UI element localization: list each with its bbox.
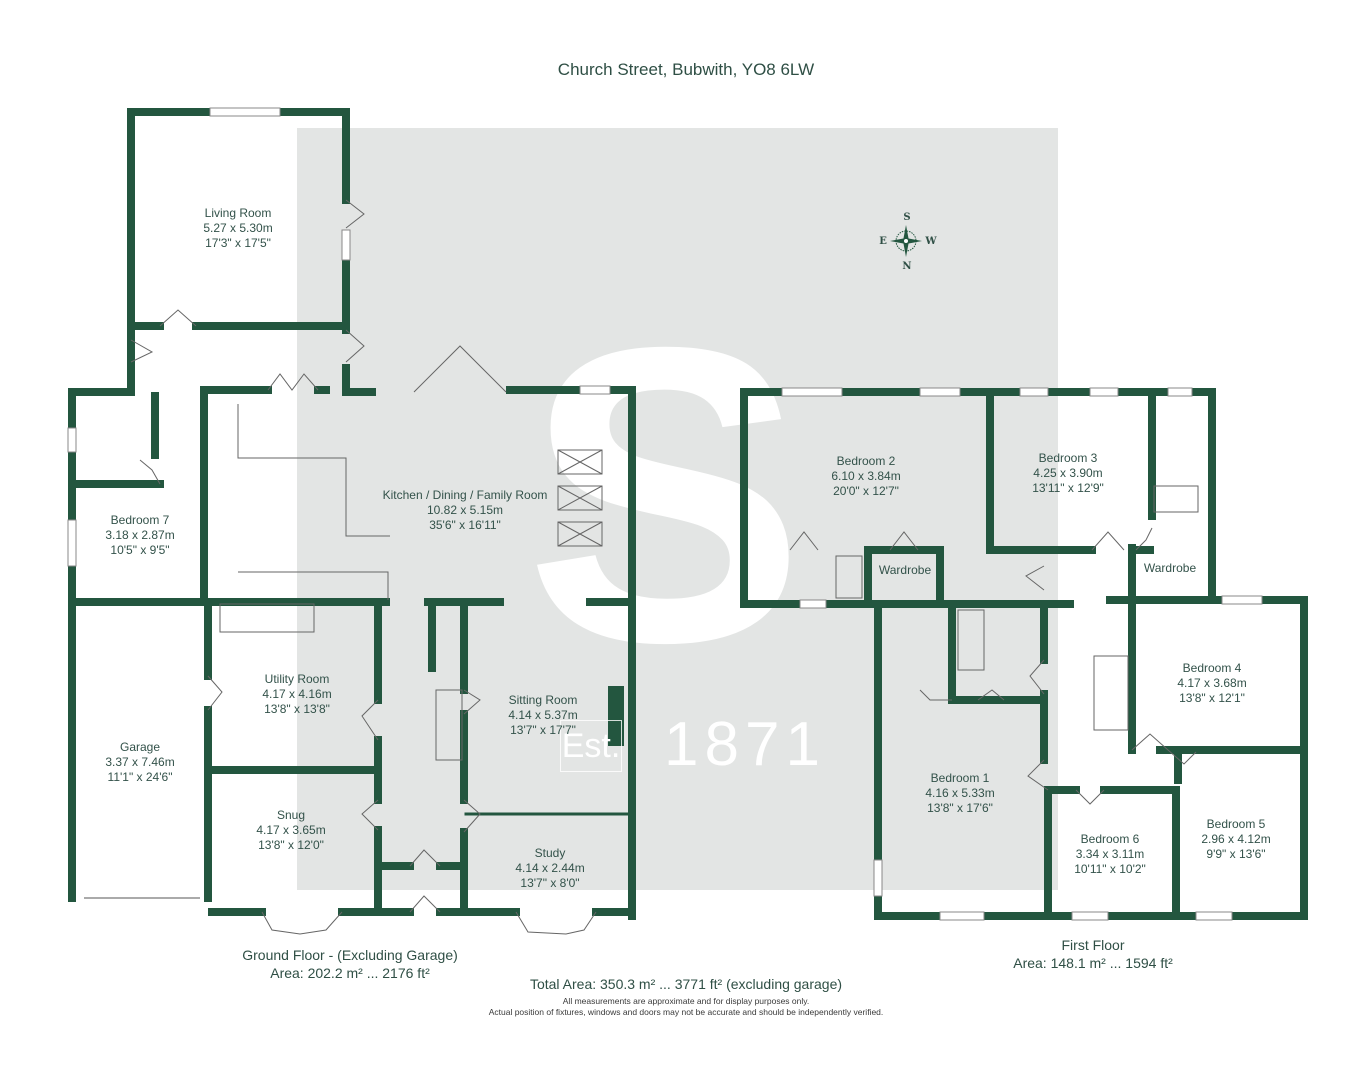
room-metric: 3.37 x 7.46m [105,755,175,769]
room-garage: Garage 3.37 x 7.46m 11'1" x 24'6" [105,740,174,785]
room-imperial: 17'3" x 17'5" [205,236,271,250]
room-imperial: 13'7" x 17'7" [510,723,576,737]
room-imperial: 13'8" x 17'6" [927,801,993,815]
first-floor-caption: First Floor Area: 148.1 m² ... 1594 ft² [1013,936,1173,972]
room-bedroom-6: Bedroom 6 3.34 x 3.11m 10'11" x 10'2" [1074,832,1146,877]
ground-floor-area: Area: 202.2 m² ... 2176 ft² [270,965,430,981]
total-area: Total Area: 350.3 m² ... 3771 ft² (exclu… [529,976,843,992]
room-imperial: 10'5" x 9'5" [110,543,170,557]
property-address: Church Street, Bubwith, YO8 6LW [557,60,815,79]
ground-floor-caption: Ground Floor - (Excluding Garage) Area: … [242,946,458,982]
room-name: Bedroom 5 [1206,817,1266,831]
room-metric: 4.25 x 3.90m [1033,466,1103,480]
compass-north-label: N [902,261,912,272]
room-name: Bedroom 2 [836,454,896,468]
room-imperial: 13'8" x 12'1" [1179,691,1245,705]
room-metric: 4.17 x 3.65m [256,823,326,837]
room-metric: 5.27 x 5.30m [203,221,273,235]
compass-west-label: W [925,236,937,247]
room-name: Garage [119,740,161,754]
room-name: Living Room [204,206,272,220]
room-metric: 4.14 x 5.37m [508,708,578,722]
room-kitchen-dining-family: Kitchen / Dining / Family Room 10.82 x 5… [383,488,548,533]
room-name: Bedroom 4 [1182,661,1242,675]
ground-floor-label: Ground Floor - (Excluding Garage) [242,947,458,963]
wardrobe-label-bedroom-3: Wardrobe [1143,561,1197,575]
room-name: Snug [276,808,306,822]
room-sitting-room: Sitting Room 4.14 x 5.37m 13'7" x 17'7" [508,693,577,738]
est-year: 1871 [664,710,826,779]
compass-east-label: E [879,236,887,247]
room-bedroom-3: Bedroom 3 4.25 x 3.90m 13'11" x 12'9" [1032,451,1104,496]
room-name: Bedroom 3 [1038,451,1098,465]
room-bedroom-4: Bedroom 4 4.17 x 3.68m 13'8" x 12'1" [1177,661,1246,706]
room-imperial: 20'0" x 12'7" [833,484,899,498]
room-name: Kitchen / Dining / Family Room [382,488,548,502]
compass-south-label: S [903,212,911,223]
room-name: Study [534,846,566,860]
compass-rose [890,225,922,257]
room-imperial: 13'8" x 12'0" [258,838,324,852]
room-metric: 3.34 x 3.11m [1075,847,1145,861]
room-name: Bedroom 7 [110,513,170,527]
watermark-background [297,128,1058,890]
room-snug: Snug 4.17 x 3.65m 13'8" x 12'0" [256,808,325,853]
room-name: Sitting Room [508,693,578,707]
room-metric: 4.14 x 2.44m [515,861,585,875]
room-study: Study 4.14 x 2.44m 13'7" x 8'0" [515,846,584,891]
room-imperial: 35'6" x 16'11" [429,518,501,532]
room-bedroom-5: Bedroom 5 2.96 x 4.12m 9'9" x 13'6" [1201,817,1270,862]
room-metric: 3.18 x 2.87m [105,528,175,542]
room-imperial: 10'11" x 10'2" [1074,862,1146,876]
room-name: Utility Room [264,672,330,686]
logo-s-watermark: S [525,261,805,730]
room-metric: 2.96 x 4.12m [1201,832,1271,846]
first-floor-label: First Floor [1061,937,1125,953]
room-living-room: Living Room 5.27 x 5.30m 17'3" x 17'5" [203,206,272,251]
room-imperial: 13'8" x 13'8" [264,702,330,716]
room-metric: 4.17 x 3.68m [1177,676,1247,690]
room-metric: 6.10 x 3.84m [831,469,901,483]
room-imperial: 9'9" x 13'6" [1206,847,1266,861]
disclaimer-line-1: All measurements are approximate and for… [562,996,810,1006]
room-bedroom-2: Bedroom 2 6.10 x 3.84m 20'0" x 12'7" [831,454,900,499]
room-bedroom-1: Bedroom 1 4.16 x 5.33m 13'8" x 17'6" [925,771,994,816]
room-metric: 4.16 x 5.33m [925,786,995,800]
room-imperial: 13'7" x 8'0" [520,876,580,890]
room-metric: 4.17 x 4.16m [262,687,332,701]
room-name: Bedroom 6 [1080,832,1140,846]
wardrobe-label-bedroom-2: Wardrobe [878,563,932,577]
disclaimer-line-2: Actual position of fixtures, windows and… [488,1007,884,1017]
room-utility: Utility Room 4.17 x 4.16m 13'8" x 13'8" [262,672,331,717]
est-badge: Est. [560,720,622,772]
first-floor-area: Area: 148.1 m² ... 1594 ft² [1013,955,1173,971]
room-metric: 10.82 x 5.15m [426,503,504,517]
room-name: Bedroom 1 [930,771,990,785]
room-imperial: 11'1" x 24'6" [107,770,173,784]
room-bedroom-7: Bedroom 7 3.18 x 2.87m 10'5" x 9'5" [105,513,174,558]
room-imperial: 13'11" x 12'9" [1032,481,1104,495]
